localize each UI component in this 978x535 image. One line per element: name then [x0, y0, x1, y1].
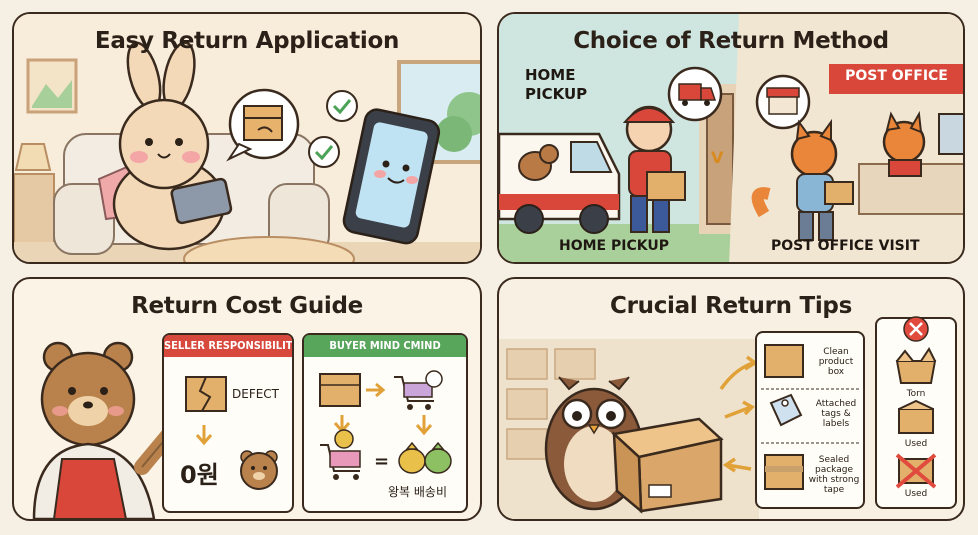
truck-icon [667, 66, 723, 122]
used-box-icon [898, 399, 934, 434]
equals-sign: = [374, 451, 390, 472]
owl-scene [499, 339, 759, 519]
money-bag-icon [398, 441, 452, 474]
post-office-visit-caption: POST OFFICE VISIT [771, 238, 920, 254]
tip-clean-box: Clean product box [818, 347, 854, 377]
cart-money-icon [320, 429, 361, 480]
round-trip-shipping-label: 왕복 배송비 [388, 485, 448, 499]
tag-icon [769, 393, 803, 427]
defect-label: DEFECT [232, 387, 280, 401]
tip-sealed-package: Sealed package with strong tape [808, 455, 860, 495]
delivery-worker [622, 105, 686, 233]
package-icon [611, 417, 724, 514]
store-icon [755, 74, 811, 130]
used-crossed-box-icon [895, 453, 937, 489]
return-method-scene [499, 14, 963, 262]
tips-icons [761, 344, 859, 490]
seller-responsibility-header: SELLER RESPONSIBILITY [164, 335, 292, 357]
buyer-icons [319, 370, 452, 480]
panel-title: Return Cost Guide [131, 293, 363, 319]
dont-torn-label: Torn [906, 389, 926, 399]
seller-icons [185, 376, 278, 490]
clerk-fox-character [882, 110, 926, 177]
buyer-mind-header: BUYER MIND CMIND [304, 335, 466, 357]
delivery-van [499, 132, 621, 234]
x-icon [903, 316, 929, 342]
dont-used-label: Used [904, 439, 928, 449]
cracked-box-icon [185, 376, 227, 412]
arrow-down-icon [195, 425, 213, 446]
package-icon [764, 344, 804, 378]
zero-won-label: 0원 [180, 461, 219, 489]
bear-face-icon [240, 450, 278, 490]
package-icon [319, 373, 361, 407]
vs-label: V [711, 148, 724, 167]
panel-title: Easy Return Application [94, 28, 400, 54]
tape-icon [764, 454, 804, 490]
post-office-sign: POST OFFICE [845, 68, 948, 84]
tip-attached-tags: Attached tags & labels [815, 399, 857, 429]
bunny-character [112, 41, 233, 251]
fox-character [751, 118, 854, 241]
panel-choice-of-return-method: HOME PICKUP POST OFFICE HOME PICKUP V PO… [497, 12, 965, 264]
home-pickup-top-label: HOME PICKUP [525, 66, 588, 103]
panel-title: Crucial Return Tips [610, 293, 852, 319]
home-pickup-caption: HOME PICKUP [559, 238, 669, 254]
cart-icon [394, 370, 443, 410]
dont-icons [895, 316, 937, 489]
torn-box-icon [895, 347, 937, 384]
dont-used-label-2: Used [904, 489, 928, 499]
panel-easy-return-application: Easy Return Application [12, 12, 482, 264]
panel-return-cost-guide: SELLER RESPONSIBILITY DEFECT 0원 BUYER MI… [12, 277, 482, 521]
panel-crucial-return-tips: Clean product box Attached tags & labels… [497, 277, 965, 521]
smartphone-character [342, 108, 441, 245]
panel-title: Choice of Return Method [573, 28, 889, 54]
check-icon [308, 90, 358, 168]
buyer-mind-card [302, 333, 468, 513]
package-bubble [226, 88, 300, 162]
living-room-scene [14, 14, 480, 262]
bear-character [32, 341, 190, 519]
